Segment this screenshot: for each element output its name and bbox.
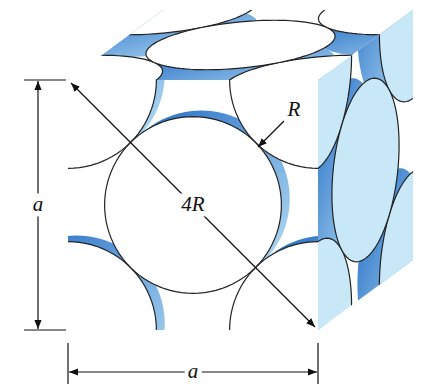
atom-section <box>146 20 335 69</box>
extension-line <box>67 343 68 384</box>
dimension-label: 4R <box>178 193 207 216</box>
atom-section <box>332 78 399 262</box>
radius-leader <box>258 121 284 147</box>
dimension-label: R <box>285 98 304 121</box>
dimension-label: a <box>30 193 47 216</box>
extension-line <box>317 343 318 384</box>
extension-line <box>24 79 66 80</box>
dimension-label: a <box>185 360 202 383</box>
diagonal-dimension <box>71 83 315 327</box>
extension-line <box>24 329 66 330</box>
